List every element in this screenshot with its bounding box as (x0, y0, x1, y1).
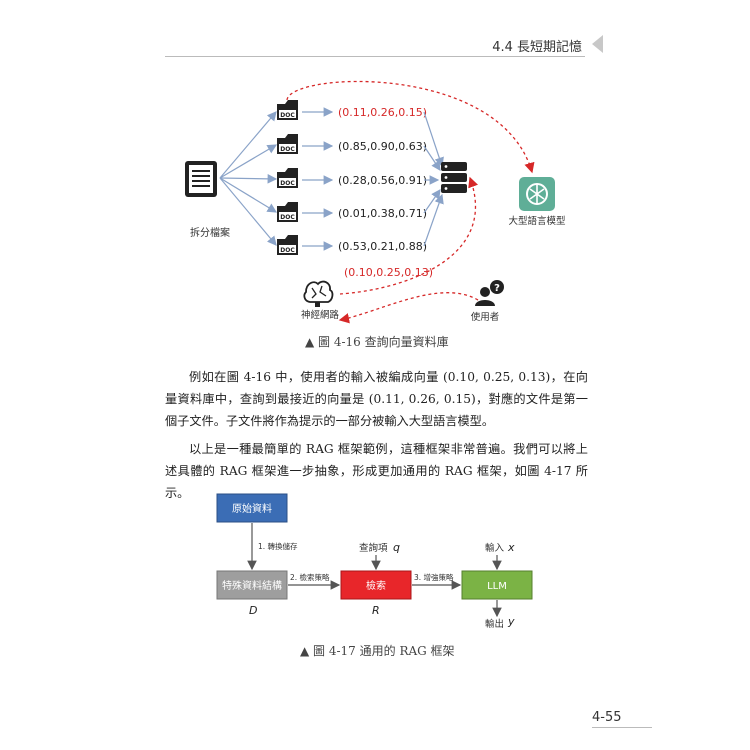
page-number: 4-55 (592, 710, 622, 725)
query-vector-label: (0.10,0.25,0.13) (344, 266, 433, 279)
split-files-label: 拆分檔案 (190, 226, 230, 239)
step2-label: 2. 檢索策略 (290, 572, 330, 582)
figure-4-17: 原始資料 特殊資料結構 檢索 LLM 1. 轉換儲存 2. 檢索策略 3. 增強… (216, 493, 533, 630)
llm-label: 大型語言模型 (508, 215, 566, 227)
svg-text:DOC: DOC (280, 247, 295, 254)
doc-folder-icon-2: DOC (277, 134, 298, 154)
special-structure-box (216, 570, 288, 600)
retrieved-doc-to-llm-arrow (286, 80, 535, 174)
figure-4-16-caption: ▲ 圖 4-16 查詢向量資料庫 (305, 335, 449, 349)
paragraph-2: 以上是一種最簡單的 RAG 框架範例，這種框架非常普遍。我們可以將上述具體的 R… (165, 442, 588, 500)
user-label: 使用者 (471, 311, 500, 323)
header-triangle-icon (592, 35, 603, 53)
vector-label-2: (0.85,0.90,0.63) (338, 140, 427, 153)
special-structure-label: 特殊資料結構 (222, 579, 282, 592)
footer-rule (592, 727, 652, 728)
vector-label-5: (0.53,0.21,0.88) (338, 240, 427, 253)
header-rule (165, 56, 585, 57)
user-question-icon: ? (475, 280, 504, 306)
step3-label: 3. 增強策略 (414, 572, 454, 582)
raw-data-box (216, 493, 288, 523)
retrieve-box (340, 570, 412, 600)
var-r: R (372, 604, 380, 617)
output-label: 輸出 (485, 618, 504, 630)
vector-label-4: (0.01,0.38,0.71) (338, 207, 427, 220)
step1-label: 1. 轉換儲存 (258, 541, 298, 551)
svg-text:DOC: DOC (280, 214, 295, 221)
retrieve-label: 檢索 (366, 579, 386, 592)
llm-box (461, 570, 533, 600)
user-to-nn-arrow (338, 292, 479, 324)
section-header: 4.4 長短期記憶 (492, 40, 582, 55)
query-var: q (393, 541, 400, 554)
svg-text:DOC: DOC (280, 180, 295, 187)
query-item-label: 查詢項 (359, 542, 388, 554)
vector-label-3: (0.28,0.56,0.91) (338, 174, 427, 187)
input-label: 輸入 (485, 542, 505, 554)
document-stack-icon (185, 161, 217, 197)
doc-folder-icon-1: DOC (277, 100, 298, 120)
brain-icon (303, 280, 334, 307)
vector-database-icon (441, 162, 467, 193)
vector-label-1: (0.11,0.26,0.15) (338, 106, 427, 119)
svg-text:DOC: DOC (280, 146, 295, 153)
llm-box-label: LLM (487, 581, 507, 592)
figure-4-17-caption: ▲ 圖 4-17 通用的 RAG 框架 (300, 644, 455, 658)
neural-network-label: 神經網路 (301, 309, 340, 321)
llm-logo-icon (519, 177, 555, 211)
svg-text:DOC: DOC (280, 112, 295, 119)
svg-text:?: ? (494, 283, 500, 294)
input-var: x (507, 541, 515, 554)
output-var: y (507, 615, 515, 628)
doc-folder-icon-4: DOC (277, 202, 298, 222)
doc-folder-icon-3: DOC (277, 168, 298, 188)
raw-data-label: 原始資料 (232, 502, 272, 515)
paragraph-1: 例如在圖 4-16 中，使用者的輸入被編成向量 (0.10, 0.25, 0.1… (165, 370, 588, 428)
doc-folder-icon-5: DOC (277, 235, 298, 255)
query-to-database-arrow (339, 176, 479, 295)
var-d: D (249, 604, 257, 617)
